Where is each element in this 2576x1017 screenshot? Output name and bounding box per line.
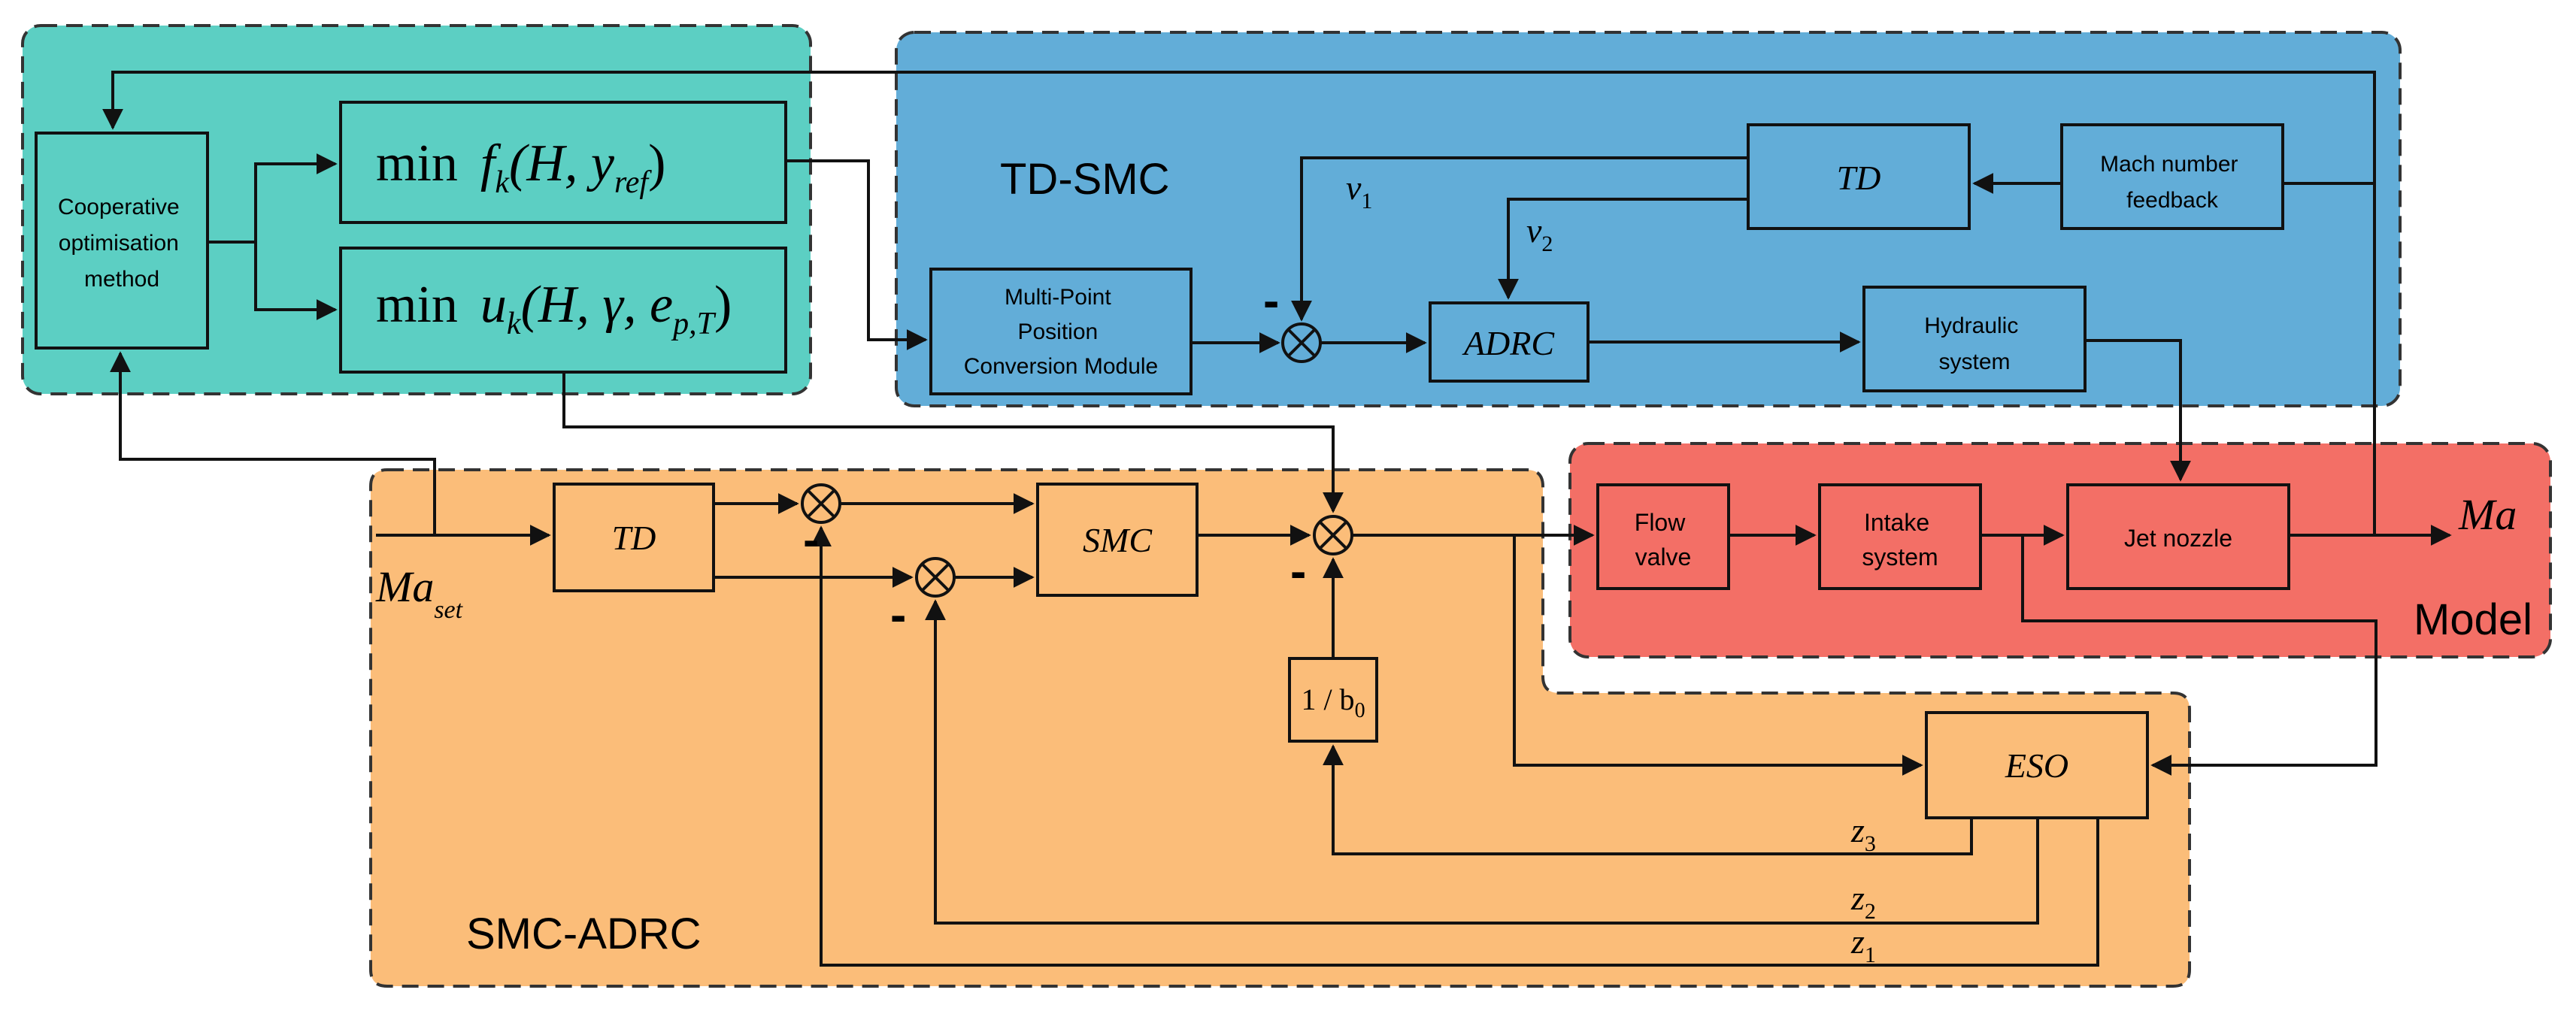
ma-output-label: Ma [2458,490,2517,539]
maset-to-coop-line [110,351,436,535]
ma-feedback-line [102,71,2376,535]
hydraulic-label: Hydraulic system [1924,313,2024,374]
flow-valve-label: Flow valve [1635,509,1692,571]
mach-feedback-label: Mach number feedback [2100,152,2244,213]
model-label: Model [2414,595,2532,644]
minus-sign-3: - [1290,544,1306,598]
minus-sign-1: - [803,513,819,567]
cooperative-label: Cooperative optimisation method [58,195,186,292]
z2-line [925,599,2039,925]
v2-label: v2 [1526,211,1553,256]
td-bottom-block [553,483,715,592]
u-to-eso-line [1513,535,1923,776]
td-bottom-label: TD [612,519,656,557]
multipoint-block [929,268,1193,395]
smc-adrc-region [369,468,2191,988]
v1-line [1291,156,1748,322]
td-smc-region [895,31,2402,407]
eso-label: ESO [2005,746,2068,785]
smc-label: SMC [1083,521,1153,559]
td-top-block [1747,123,1971,230]
multipoint-label: Multi-Point Position Conversion Module [964,285,1158,379]
hydraulic-to-nozzle-line [2085,339,2191,482]
minf-to-multipoint-line [786,159,928,350]
connections [102,71,2452,967]
minus-sign-top: - [1263,274,1279,328]
v1-label: v1 [1346,168,1372,213]
v2-line [1498,198,1748,300]
z1-label: z1 [1850,922,1876,967]
jet-nozzle-label: Jet nozzle [2124,525,2232,552]
adrc-label: ADRC [1462,324,1555,362]
ma-set-label: Maset [375,562,464,624]
mach-feedback-block [2060,123,2284,230]
z2-label: z2 [1850,879,1876,924]
smc-block [1036,483,1199,597]
z1-line [811,525,2099,967]
model-region [1568,442,2552,658]
smc-adrc-label: SMC-ADRC [466,910,702,958]
inv-b0-label: 1 / b0 [1301,683,1365,722]
coop-to-minf-line [208,153,338,244]
z3-label: z3 [1850,811,1876,856]
td-smc-label: TD-SMC [1000,155,1170,204]
minu-to-sum3-line [562,372,1344,513]
td-top-label: TD [1837,159,1881,197]
intake-label: Intake system [1862,509,1938,571]
z3-line [1323,744,1973,855]
coop-to-minu-line [254,242,338,320]
minus-sign-2: - [890,588,906,642]
intake-to-eso-line [2021,535,2377,776]
optimisation-region [21,24,812,395]
